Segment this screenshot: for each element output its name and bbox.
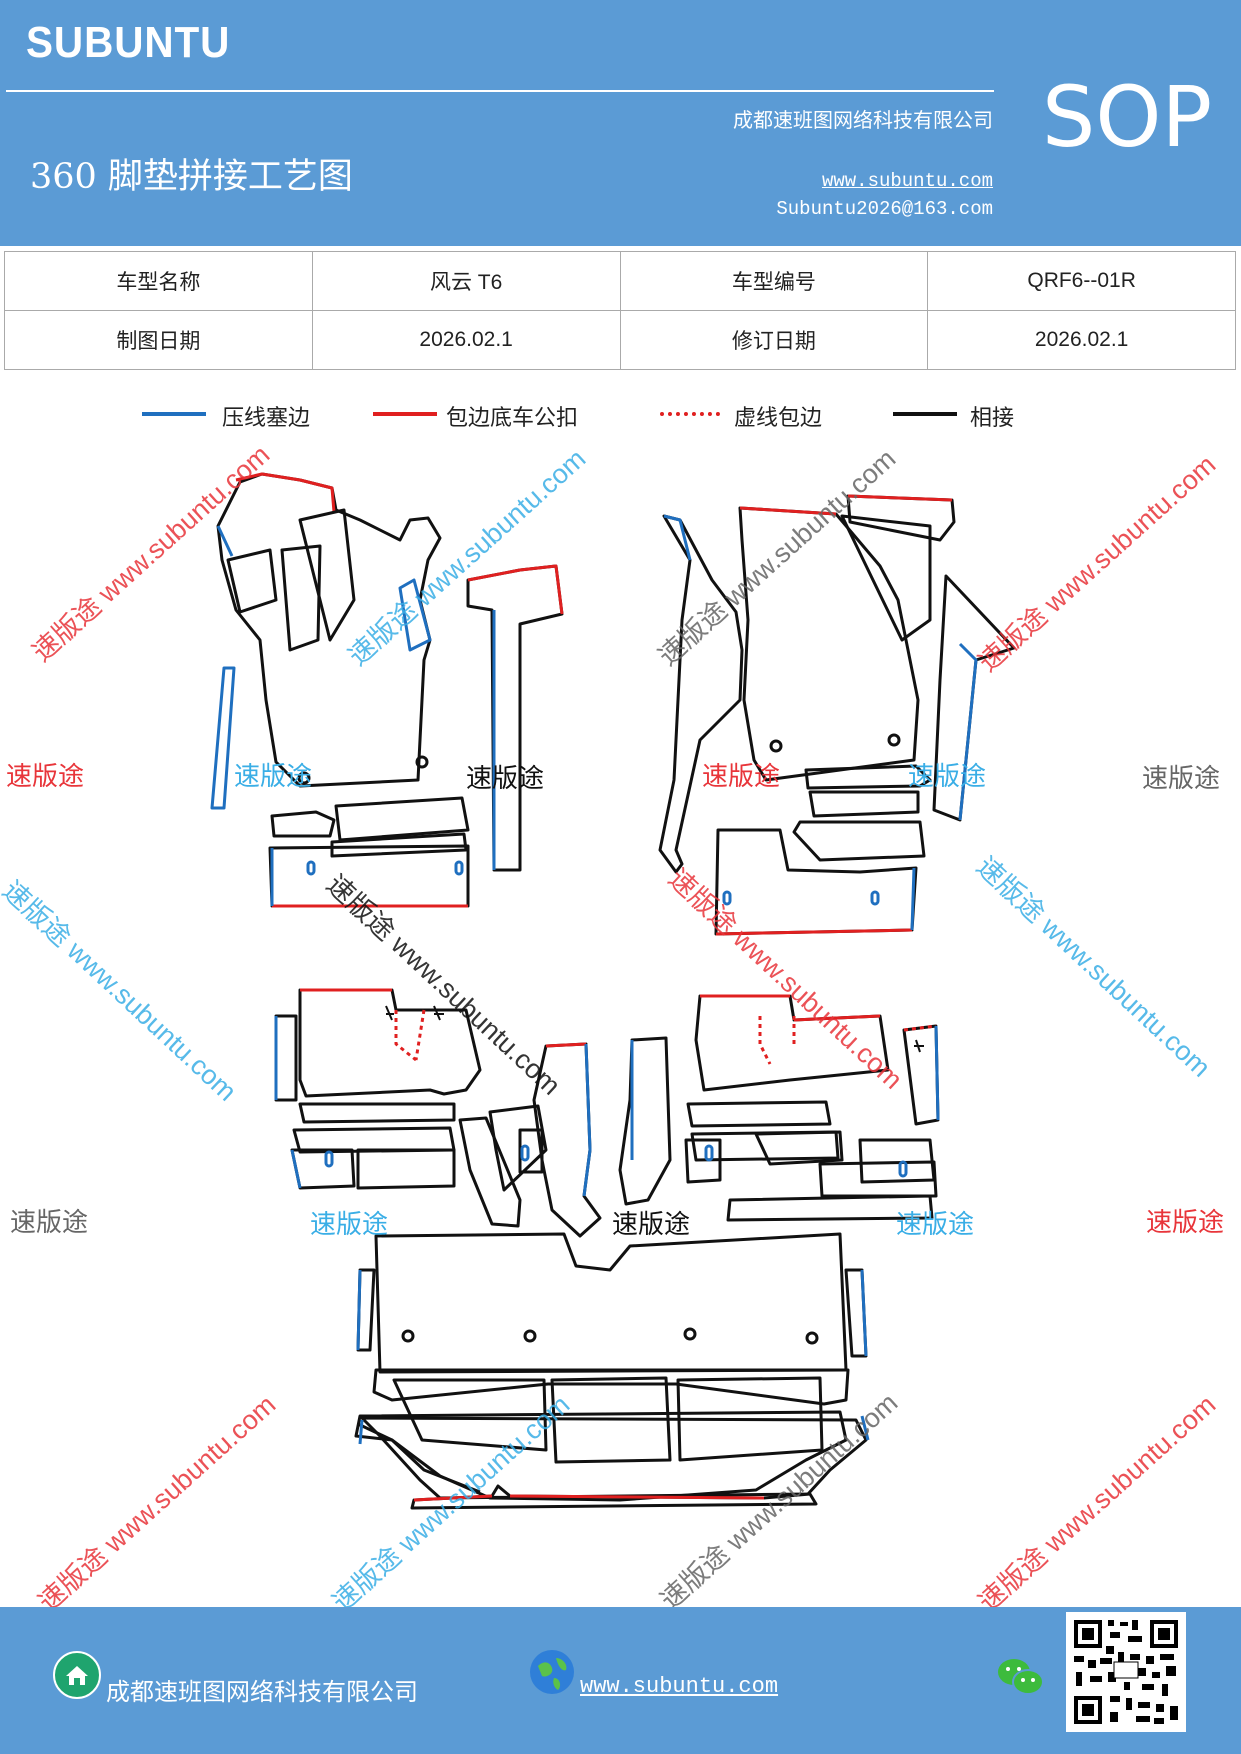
qr-code[interactable] xyxy=(1066,1612,1186,1732)
info-table: 车型名称 风云 T6 车型编号 QRF6--01R 制图日期 2026.02.1… xyxy=(4,251,1236,370)
watermark-text: 速版途 xyxy=(310,1210,389,1240)
legend-black-swatch xyxy=(893,412,957,416)
model-code-label: 车型编号 xyxy=(619,251,929,311)
legend-dotted-swatch xyxy=(660,412,720,416)
watermark-text: 速版途 xyxy=(10,1208,89,1238)
company-name: 成都速班图网络科技有限公司 xyxy=(733,108,993,132)
wechat-icon xyxy=(998,1659,1044,1695)
legend-red-swatch xyxy=(373,412,437,416)
header-banner: SUBUNTU 成都速班图网络科技有限公司 360 脚垫拼接工艺图 www.su… xyxy=(0,0,1241,246)
legend-red-label: 包边底车公扣 xyxy=(446,406,579,431)
draw-date-label: 制图日期 xyxy=(4,310,313,370)
legend-dotted-label: 虚线包边 xyxy=(734,406,823,431)
legend-blue-swatch xyxy=(142,412,206,416)
front-right-mat-set xyxy=(658,494,1016,936)
model-code-value: QRF6--01R xyxy=(927,251,1236,311)
legend-blue-label: 压线塞边 xyxy=(222,406,311,431)
watermark-text: 速版途 xyxy=(1146,1208,1225,1238)
watermark-text: 速版途 xyxy=(612,1210,691,1240)
rear-mat-set xyxy=(354,1232,870,1510)
header-divider xyxy=(6,90,994,92)
footer-company: 成都速班图网络科技有限公司 xyxy=(106,1678,418,1706)
email-address: Subuntu2026@163.com xyxy=(776,198,993,220)
table-row: 制图日期 2026.02.1 修订日期 2026.02.1 xyxy=(4,310,1236,370)
watermark-text: 速版途 xyxy=(702,762,781,792)
revise-date-label: 修订日期 xyxy=(619,310,929,370)
watermark-text: 速版途 xyxy=(908,762,987,792)
home-icon xyxy=(53,1651,101,1699)
page-title: 360 脚垫拼接工艺图 xyxy=(30,157,353,197)
front-left-mat-set xyxy=(210,472,564,908)
website-link[interactable]: www.subuntu.com xyxy=(821,170,993,192)
globe-icon xyxy=(530,1650,574,1694)
revise-date-value: 2026.02.1 xyxy=(927,310,1236,370)
footer-website-link[interactable]: www.subuntu.com xyxy=(580,1674,779,1699)
brand-logo: SUBUNTU xyxy=(26,18,231,67)
watermark-text: 速版途 xyxy=(1142,764,1221,794)
sop-label: SOP xyxy=(1042,68,1213,166)
model-name-label: 车型名称 xyxy=(4,251,313,311)
watermark-text: 速版途 xyxy=(6,762,85,792)
model-name-value: 风云 T6 xyxy=(311,251,621,311)
watermark-text: 速版途 xyxy=(466,764,545,794)
table-row: 车型名称 风云 T6 车型编号 QRF6--01R xyxy=(4,251,1236,311)
watermark-text: 速版途 xyxy=(896,1210,975,1240)
watermark-text: 速版途 xyxy=(234,762,313,792)
legend-black-label: 相接 xyxy=(970,406,1015,431)
second-row-mat-set xyxy=(274,988,940,1238)
draw-date-value: 2026.02.1 xyxy=(311,310,621,370)
